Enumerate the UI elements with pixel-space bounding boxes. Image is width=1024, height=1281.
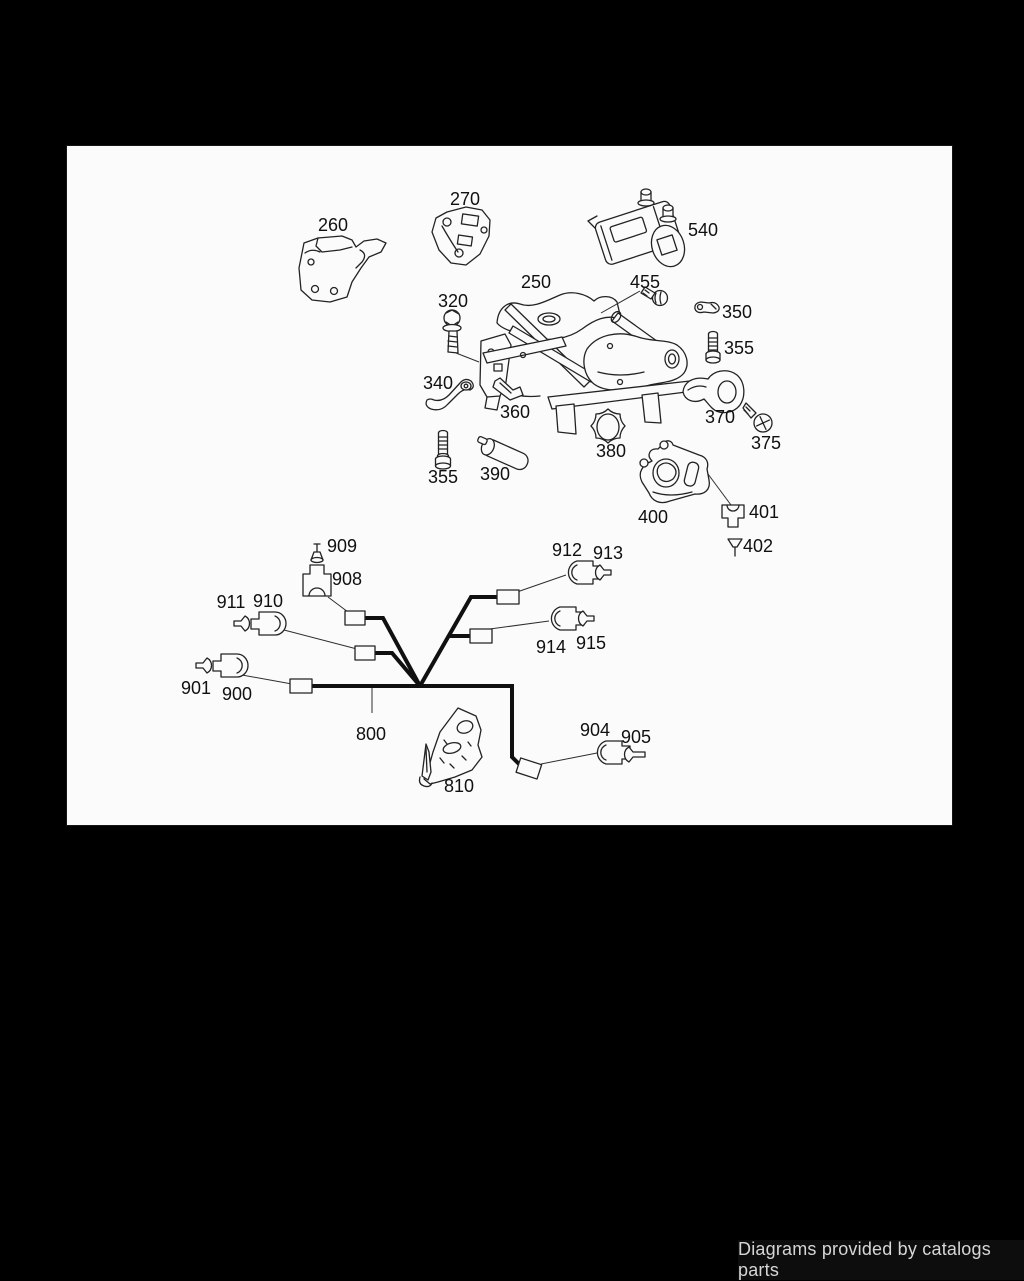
part-810-bracket [418,707,483,788]
part-label-905: 905 [621,727,651,747]
harness-tap-910 [354,645,376,661]
part-913-plug [594,564,612,581]
part-355-bolt-left [434,429,452,470]
harness-tap-908 [344,610,366,626]
part-390-tube [477,435,529,471]
part-label-810: 810 [444,776,474,796]
part-355-bolt-right [705,330,721,364]
part-label-913: 913 [593,543,623,563]
part-380-knob [590,408,626,444]
harness-tap-914 [469,628,493,644]
harness-tap-904 [515,757,543,780]
part-909-pin [310,543,324,564]
part-label-900: 900 [222,684,252,704]
harness-tap-912 [496,589,520,605]
part-401-connector [721,504,745,528]
part-400-switch-housing [639,440,732,506]
part-label-909: 909 [327,536,357,556]
part-label-375: 375 [751,433,781,453]
part-270-bracket [431,206,491,266]
wiring-harness-800 [241,574,598,780]
part-label-355-left: 355 [428,467,458,487]
part-label-355-right: 355 [724,338,754,358]
part-label-540: 540 [688,220,718,240]
attribution-badge-text: Diagrams provided by catalogs parts [738,1239,991,1280]
part-label-915: 915 [576,633,606,653]
part-label-912: 912 [552,540,582,560]
part-455-screw [600,286,669,314]
part-label-320: 320 [438,291,468,311]
part-910-connector [250,611,287,636]
part-label-340: 340 [423,373,453,393]
parts-diagram-svg: 260 270 540 250 455 320 350 355 340 360 … [181,188,781,796]
part-label-901: 901 [181,678,211,698]
part-350-clip [694,301,720,314]
part-911-plug [233,615,251,632]
part-label-260: 260 [318,215,348,235]
part-label-908: 908 [332,569,362,589]
part-260-bracket [298,235,387,303]
part-360-strip [492,377,524,401]
part-915-plug [577,610,595,627]
part-label-910: 910 [253,591,283,611]
part-label-455: 455 [630,272,660,292]
harness-tap-900 [289,678,313,694]
diagram-canvas: 260 270 540 250 455 320 350 355 340 360 … [66,145,953,826]
part-402-pin [727,538,743,557]
part-370-handle [682,370,745,414]
part-label-400: 400 [638,507,668,527]
part-label-390: 390 [480,464,510,484]
part-label-250: 250 [521,272,551,292]
motor-terminal-bolt [637,188,655,207]
part-label-370: 370 [705,407,735,427]
part-label-800: 800 [356,724,386,744]
part-label-380: 380 [596,441,626,461]
motor-terminal-bolt [659,204,677,223]
part-540-motor [587,188,686,268]
part-label-911: 911 [217,592,246,612]
part-375-screw [742,402,773,433]
attribution-badge: Diagrams provided by catalogs parts [738,1239,1024,1280]
part-320-bolt [442,309,480,363]
part-label-914: 914 [536,637,566,657]
part-label-401: 401 [749,502,779,522]
part-905-plug [623,746,646,763]
part-900-connector [212,653,249,678]
part-label-360: 360 [500,402,530,422]
part-908-connector [302,564,332,597]
part-label-270: 270 [450,189,480,209]
part-340-strap [425,378,474,411]
part-label-904: 904 [580,720,610,740]
part-label-402: 402 [743,536,773,556]
part-250-seat-frame [479,292,695,435]
part-label-350: 350 [722,302,752,322]
part-901-plug [195,657,213,674]
